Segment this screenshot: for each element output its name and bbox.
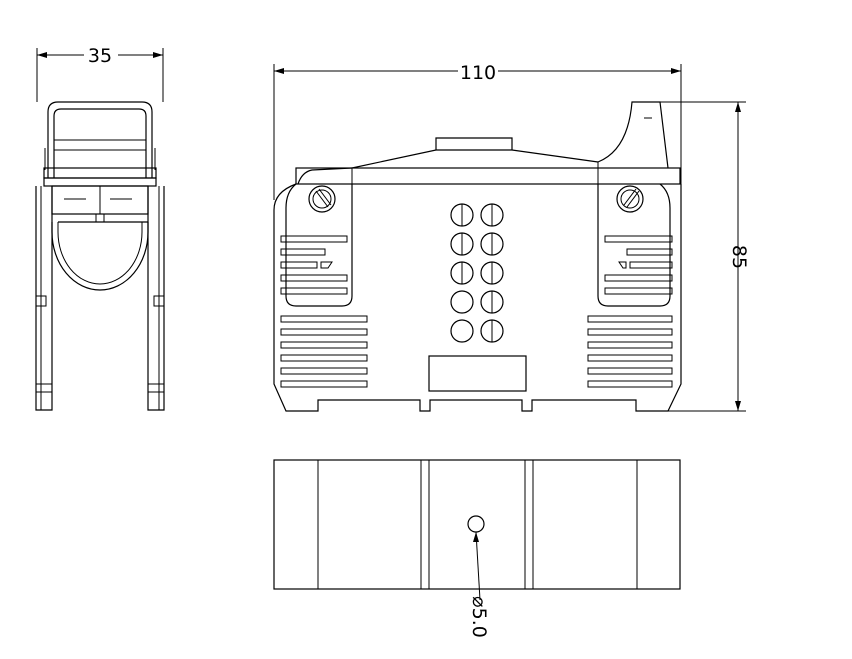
side-right-leg [147, 186, 165, 411]
side-left-leg [35, 186, 53, 411]
dimension-85: 85 [660, 101, 750, 412]
dimension-110-label: 110 [460, 62, 496, 84]
right-upper-vents [604, 235, 673, 295]
mounting-hole [467, 515, 485, 533]
right-screw-icon [616, 185, 644, 213]
dimension-110: 110 [273, 58, 682, 200]
pin-holes [450, 203, 504, 343]
dimension-35: 35 [36, 42, 164, 102]
right-lower-vents [587, 315, 673, 388]
side-view: 35 [35, 42, 165, 411]
dimension-35-label: 35 [88, 45, 112, 67]
dimension-85-label: 85 [728, 245, 750, 269]
left-lower-vents [280, 315, 368, 388]
dimension-hole: ⌀5.0 [468, 531, 490, 638]
left-screw-icon [308, 185, 336, 213]
bottom-view: ⌀5.0 [273, 459, 681, 638]
front-view: 110 85 [273, 58, 750, 412]
left-upper-vents [280, 235, 348, 295]
front-body [273, 183, 682, 412]
front-lever [435, 137, 513, 150]
side-handle [47, 101, 153, 178]
label-window [428, 355, 527, 392]
dimension-hole-label: ⌀5.0 [468, 596, 490, 638]
